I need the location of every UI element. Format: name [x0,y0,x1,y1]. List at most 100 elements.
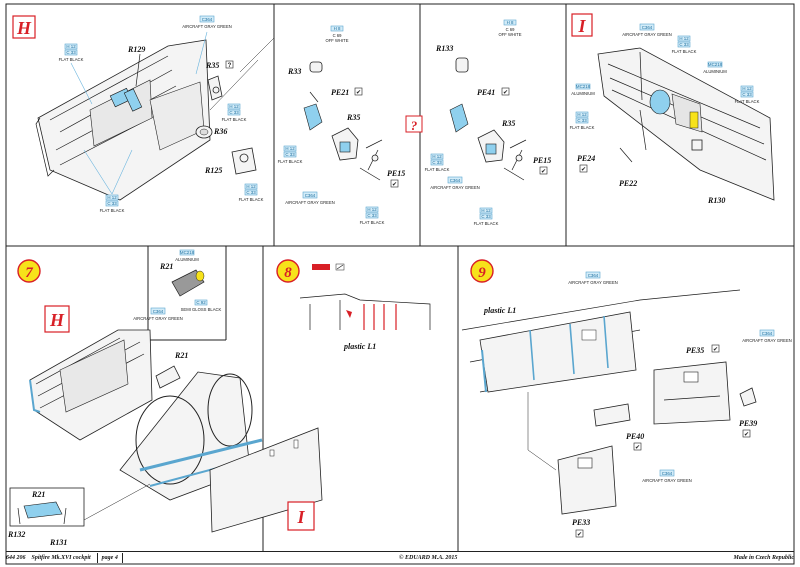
svg-text:FLAT BLACK: FLAT BLACK [735,99,760,104]
part-r35-label: R35 [205,61,219,70]
plastic-l1-label-step9: plastic L1 [483,306,516,315]
svg-text:FLAT BLACK: FLAT BLACK [278,159,303,164]
panel-i-cockpit-side: I C364 AIRCRAFT GRAY GREEN H 12 C 33 FLA… [570,13,775,205]
part-pe15-label: PE15 [387,169,405,178]
color-callout-c364: C364 AIRCRAFT GRAY GREEN [182,15,232,75]
svg-text:C364: C364 [305,193,316,198]
color-callout-c33-r35: H 12 C 33 FLAT BLACK [222,103,247,122]
svg-text:✔: ✔ [503,90,508,96]
color-callout-c33-i-left: H 12 C 33 FLAT BLACK [570,111,595,130]
part-pe40-label: PE40 [626,432,644,441]
svg-text:✔: ✔ [635,445,640,451]
svg-text:H 12: H 12 [481,208,491,213]
svg-text:C364: C364 [202,17,213,22]
letter-h: H [16,18,32,38]
part-r125-label: R125 [204,166,222,175]
svg-text:FLAT BLACK: FLAT BLACK [100,208,125,213]
svg-text:C364: C364 [762,331,773,336]
svg-text:✔: ✔ [581,167,586,173]
svg-text:C 33: C 33 [481,214,491,219]
svg-text:C 33: C 33 [107,201,117,206]
color-callout-c92-r21: C 92 SEMI GLOSS BLACK [181,299,222,312]
letter-i-step7: I [296,507,305,527]
svg-text:C364: C364 [642,25,653,30]
color-callout-c33-bottom: H 12 C 33 FLAT BLACK [83,149,133,213]
svg-text:H 8: H 8 [507,20,514,25]
color-callout-c33-r125: H 12 C 33 FLAT BLACK [239,183,264,202]
letter-i: I [577,16,586,36]
part-r132-label: R132 [7,530,25,539]
part-r33-label: R33 [287,67,301,76]
part-r21-label: R21 [159,262,173,271]
svg-text:AIRCRAFT GRAY GREEN: AIRCRAFT GRAY GREEN [642,478,692,483]
svg-text:C 33: C 33 [285,152,295,157]
svg-text:FLAT BLACK: FLAT BLACK [59,57,84,62]
step-8-number: 8 [284,265,292,281]
svg-text:✔: ✔ [713,347,718,353]
svg-text:H 12: H 12 [577,112,587,117]
svg-text:ALUMINIUM: ALUMINIUM [571,91,595,96]
color-callout-c33-i-top: H 12 C 33 FLAT BLACK [672,35,697,54]
part-r35-label-3: R35 [501,119,515,128]
svg-text:FLAT BLACK: FLAT BLACK [360,220,385,225]
color-callout-c364-pe33: C364 AIRCRAFT GRAY GREEN [642,469,692,483]
color-callout-c69-2: H 8 C 69 OFF WHITE [498,19,522,37]
color-callout-mc218-i: MC218 ALUMINIUM [703,61,727,74]
footer-title: Spitfire Mk.XVI cockpit [31,555,91,561]
color-callout-c364-i: C364 AIRCRAFT GRAY GREEN [622,23,672,37]
part-pe24-label: PE24 [577,154,595,163]
svg-text:H 12: H 12 [742,86,752,91]
svg-text:C364: C364 [588,273,599,278]
part-pe41-label: PE41 [477,88,495,97]
page-footer: 644 206 Spitfire Mk.XVI cockpit page 4 ©… [6,551,794,564]
svg-text:C 33: C 33 [229,110,239,115]
svg-text:ALUMINIUM: ALUMINIUM [703,69,727,74]
svg-text:FLAT BLACK: FLAT BLACK [474,221,499,226]
svg-text:✔: ✔ [744,432,749,438]
part-pe33-label: PE33 [572,518,590,527]
svg-text:C 33: C 33 [742,92,752,97]
svg-text:C 33: C 33 [432,160,442,165]
svg-text:FLAT BLACK: FLAT BLACK [570,125,595,130]
color-callout-c364-pe41: C364 AIRCRAFT GRAY GREEN [430,176,480,190]
part-pe22-label: PE22 [619,179,637,188]
svg-text:✔: ✔ [541,169,546,175]
svg-text:H 8: H 8 [334,26,341,31]
svg-text:OFF WHITE: OFF WHITE [325,38,348,43]
svg-text:FLAT BLACK: FLAT BLACK [672,49,697,54]
svg-text:AIRCRAFT GRAY GREEN: AIRCRAFT GRAY GREEN [182,24,232,29]
svg-text:H 12: H 12 [66,44,76,49]
part-pe35-label: PE35 [686,346,704,355]
part-r133-label: R133 [435,44,453,53]
svg-text:C 33: C 33 [367,213,377,218]
plastic-l1-label-step8: plastic L1 [343,342,376,351]
color-callout-c33-i-right: H 12 C 33 FLAT BLACK [735,85,760,104]
svg-text:MC218: MC218 [708,62,723,67]
color-callout-c69: H 8 C 69 OFF WHITE [325,25,349,43]
svg-text:MC218: MC218 [576,84,591,89]
color-callout-c33-pe41: H 12 C 33 FLAT BLACK [425,153,450,172]
svg-text:OFF WHITE: OFF WHITE [498,32,521,37]
panel-r133-pe41: H 8 C 69 OFF WHITE R133 PE41 ✔ ? R35 PE1… [405,19,551,226]
color-callout-c33-pe41b: H 12 C 33 FLAT BLACK [474,207,499,226]
color-callout-c364-step9: C364 AIRCRAFT GRAY GREEN [568,271,618,285]
color-callout-c33-left: H 12 C 33 FLAT BLACK [59,43,93,105]
svg-text:AIRCRAFT GRAY GREEN: AIRCRAFT GRAY GREEN [430,185,480,190]
svg-text:H 12: H 12 [229,104,239,109]
part-r36-label: R36 [213,127,227,136]
color-callout-c364-pe21: C364 AIRCRAFT GRAY GREEN [285,191,335,205]
footer-code: 644 206 [6,555,26,561]
svg-text:C 69: C 69 [333,33,343,38]
svg-text:H 12: H 12 [679,36,689,41]
svg-text:AIRCRAFT GRAY GREEN: AIRCRAFT GRAY GREEN [742,338,792,343]
svg-text:AIRCRAFT GRAY GREEN: AIRCRAFT GRAY GREEN [568,280,618,285]
part-r131-label: R131 [49,538,67,547]
part-pe15-label-2: PE15 [533,156,551,165]
svg-text:✔: ✔ [577,532,582,538]
color-callout-c33-pe15: H 12 C 33 FLAT BLACK [360,206,385,225]
svg-text:C 69: C 69 [506,27,516,32]
svg-text:MC218: MC218 [180,250,195,255]
svg-text:H 12: H 12 [246,184,256,189]
letter-h-step7: H [49,310,65,330]
